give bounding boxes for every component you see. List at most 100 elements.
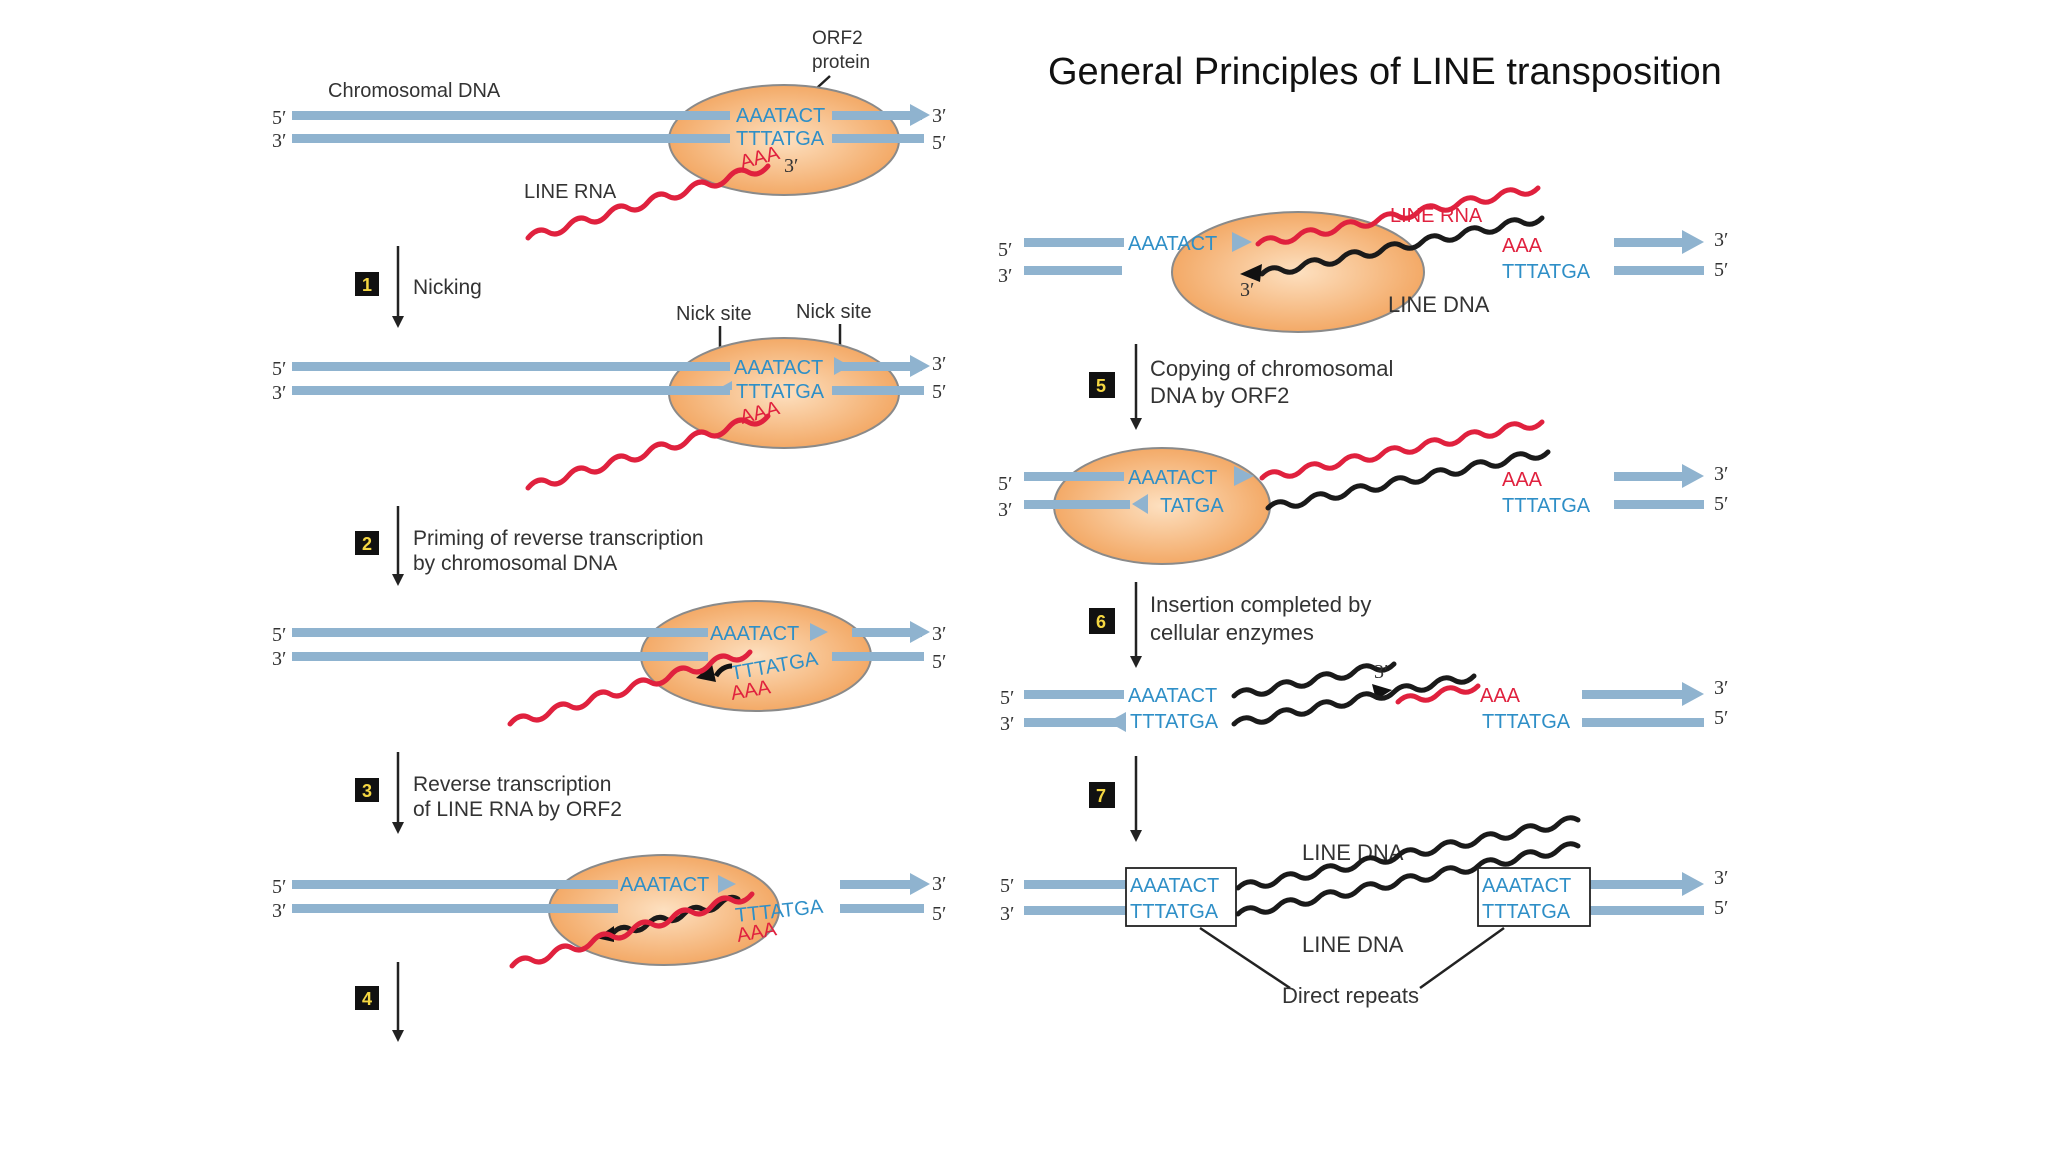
line-rna-label: LINE RNA <box>1390 205 1483 227</box>
line-dna-strand-top <box>1235 815 1581 891</box>
panel-nicking: Nick site Nick site 5′ 3′ 3′ 5′ AAATACT … <box>272 301 946 491</box>
step-7-number: 7 <box>1096 786 1106 806</box>
insertion-arrowhead-bottom <box>1108 712 1126 732</box>
seq-aaatact: AAATACT <box>736 105 825 127</box>
top-strand-right <box>852 628 922 637</box>
step-7-arrowhead <box>1130 830 1142 842</box>
top-strand <box>292 880 618 889</box>
strand-arrowhead-right <box>1682 682 1704 706</box>
bottom-strand <box>292 386 730 395</box>
orf2-label-line1: ORF2 <box>812 28 863 49</box>
step-5-badge <box>1089 372 1115 398</box>
strand-arrowhead-right <box>1682 230 1704 254</box>
nick-arrowhead-top <box>834 357 850 375</box>
step-1: 1 Nicking <box>355 246 482 328</box>
page-title: General Principles of LINE transposition <box>1048 51 1722 93</box>
bottom-strand-left <box>1024 906 1126 915</box>
five-prime-bottom: 5′ <box>932 132 946 154</box>
top-strand-left <box>1024 472 1124 481</box>
line-rna-strand <box>1259 419 1545 481</box>
line-dna-strand <box>1265 449 1551 511</box>
line-dna-strand-bottom <box>1235 841 1581 917</box>
poly-a-tail: AAA <box>1502 235 1543 257</box>
seq-tatga: TATGA <box>1160 495 1224 517</box>
top-strand-left <box>1024 690 1124 699</box>
step-2-number: 2 <box>362 534 372 554</box>
seq-aaatact: AAATACT <box>1128 467 1217 489</box>
three-prime-bottom: 3′ <box>998 265 1012 287</box>
five-prime-bottom: 5′ <box>1714 259 1728 281</box>
line-rna-strand <box>525 163 771 241</box>
step-5-label-line2: DNA by ORF2 <box>1150 383 1289 408</box>
five-prime-bottom: 5′ <box>932 903 946 925</box>
five-prime-bottom: 5′ <box>932 651 946 673</box>
three-prime-top: 3′ <box>1714 867 1728 889</box>
line-rna-strand <box>1255 185 1541 247</box>
strand-arrowhead <box>910 621 930 643</box>
bottom-strand-right <box>1614 500 1704 509</box>
three-prime-top: 3′ <box>1714 229 1728 251</box>
panel-initial: Chromosomal DNA ORF2 protein 5′ 3′ 3′ 5′… <box>272 28 946 241</box>
top-strand-right <box>840 880 920 889</box>
line-dna-strand <box>1259 215 1545 277</box>
seq-aaatact: AAATACT <box>734 357 823 379</box>
primer-arrowhead <box>696 664 716 682</box>
direct-repeat-pointer-left <box>1199 926 1291 990</box>
line-rna-remnant <box>1395 683 1481 705</box>
line-dna-strand-bottom <box>1231 673 1477 727</box>
seq-tttatga: TTTATGA <box>1502 495 1591 517</box>
copy-arrowhead <box>1132 494 1148 514</box>
seq-tttatga: TTTATGA <box>1502 261 1591 283</box>
bottom-strand <box>292 134 730 143</box>
direct-repeat-box-left <box>1125 867 1237 927</box>
five-prime-bottom: 5′ <box>1714 897 1728 919</box>
top-strand-right <box>1614 472 1686 481</box>
panel-final: LINE DNA 5′ 3′ 3′ 5′ AAATACT TTTATGA AAA… <box>1000 815 1728 1008</box>
step-1-badge <box>355 272 379 296</box>
three-prime-top: 3′ <box>1714 463 1728 485</box>
panel-priming: 5′ 3′ 3′ 5′ AAATACT TTTATGA AAA <box>272 600 946 727</box>
five-prime-top: 5′ <box>272 107 286 129</box>
three-prime-top: 3′ <box>932 353 946 375</box>
top-strand <box>292 362 730 371</box>
step-2-arrowhead <box>392 574 404 586</box>
five-prime-top: 5′ <box>272 876 286 898</box>
step-7-badge <box>1089 782 1115 808</box>
panel-copying: 5′ 3′ 3′ 5′ AAATACT TATGA AAA TTTATGA <box>998 419 1728 565</box>
step-5: 5 Copying of chromosomal DNA by ORF2 <box>1089 344 1393 430</box>
seq-aaatact: AAATACT <box>1128 685 1217 707</box>
step-4-badge <box>355 986 379 1010</box>
line-rna-label: LINE RNA <box>524 181 617 203</box>
top-strand <box>292 628 708 637</box>
step-3-label-line1: Reverse transcription <box>413 773 611 796</box>
step-6-label-line1: Insertion completed by <box>1150 592 1371 617</box>
line-rna-strand <box>525 413 771 491</box>
three-prime-rna: 3′ <box>784 155 798 177</box>
line-rna-strand <box>507 649 753 727</box>
step-3-badge <box>355 778 379 802</box>
nick-arrowhead-bottom <box>716 381 732 390</box>
step-6-number: 6 <box>1096 612 1106 632</box>
top-strand-left <box>1024 880 1126 889</box>
seq-aaatact: AAATACT <box>1128 233 1217 255</box>
five-prime-bottom: 5′ <box>1714 707 1728 729</box>
three-prime-cdna: 3′ <box>1240 279 1254 301</box>
five-prime-top: 5′ <box>998 239 1012 261</box>
step-7: 7 <box>1089 756 1142 842</box>
top-strand-right <box>1590 880 1686 889</box>
step-3-number: 3 <box>362 781 372 801</box>
strand-arrowhead-right <box>1682 872 1704 896</box>
chromosomal-dna-label: Chromosomal DNA <box>328 80 501 102</box>
line-dna-label-bottom: LINE DNA <box>1302 932 1404 957</box>
step-6-label-line2: cellular enzymes <box>1150 620 1314 645</box>
seq-aaatact-right: AAATACT <box>1482 875 1571 897</box>
bottom-strand-left <box>1024 266 1122 275</box>
step-6: 6 Insertion completed by cellular enzyme… <box>1089 582 1371 668</box>
seq-tttatga: TTTATGA <box>736 128 825 150</box>
five-prime-top: 5′ <box>998 473 1012 495</box>
step-2-badge <box>355 531 379 555</box>
step-3-arrowhead <box>392 822 404 834</box>
line-dna-strand-top <box>1231 661 1397 699</box>
seq-tttatga-right: TTTATGA <box>1482 901 1571 923</box>
